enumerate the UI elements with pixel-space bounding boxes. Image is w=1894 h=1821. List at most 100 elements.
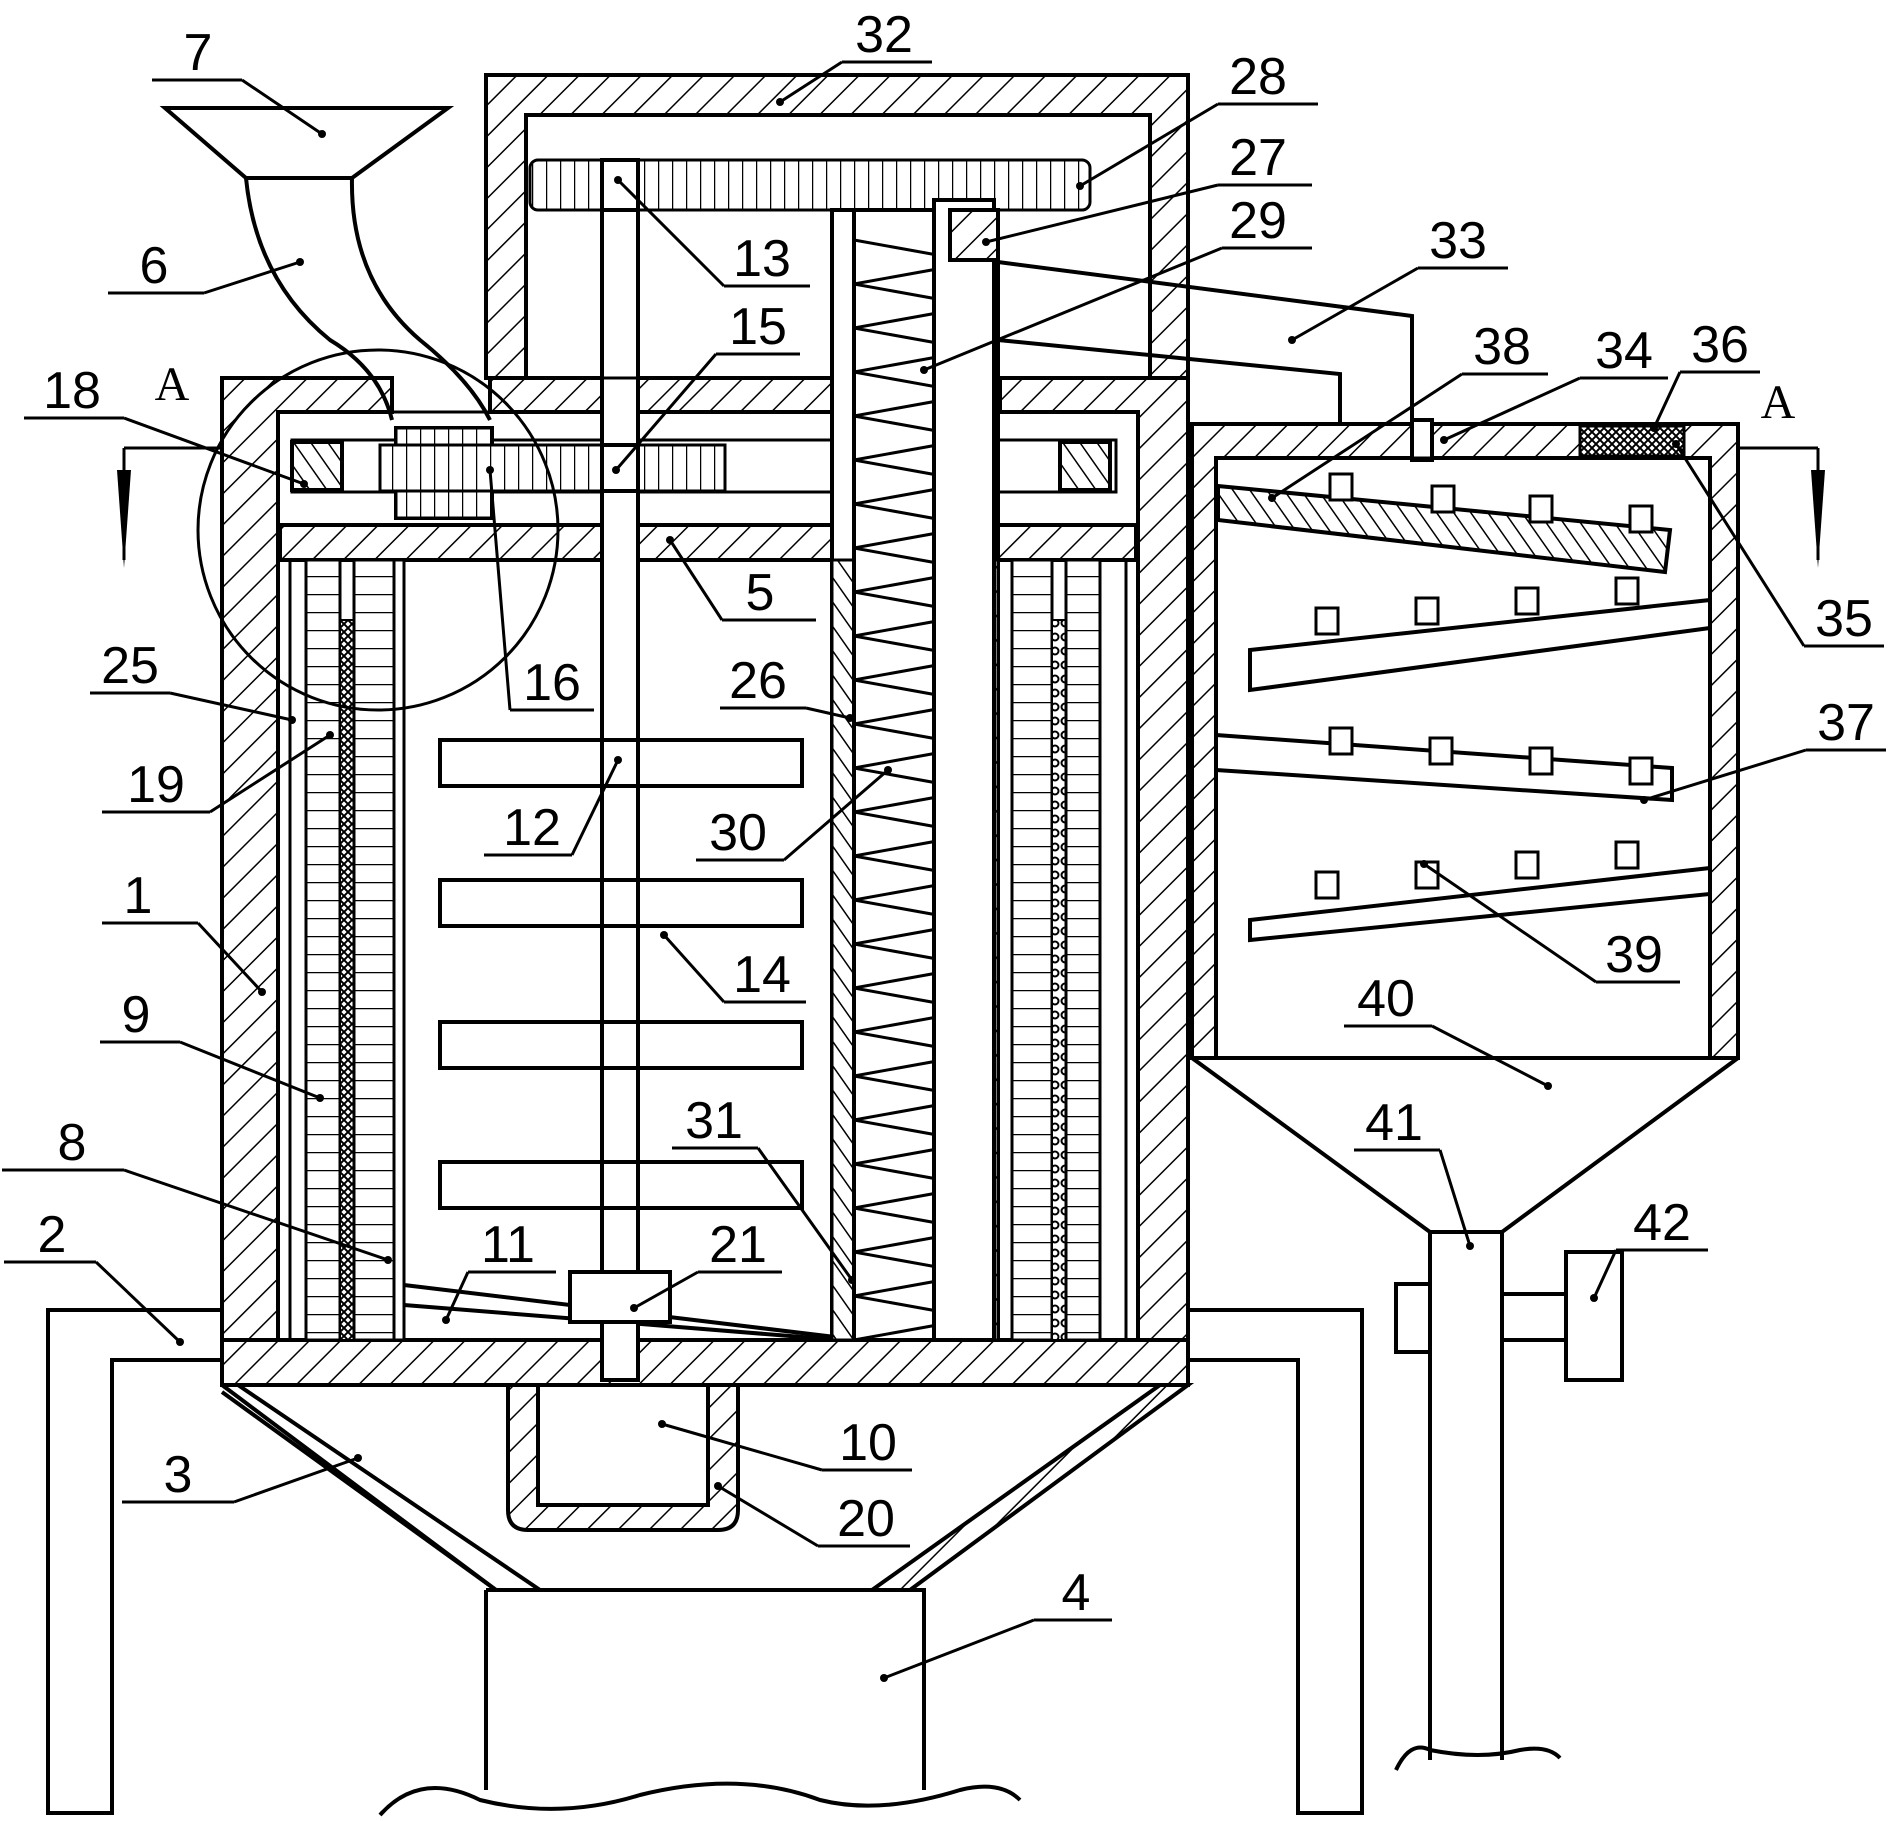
leader-line: [2, 1168, 389, 1262]
leader-line: [484, 759, 620, 857]
leader-line: [1674, 443, 1884, 648]
part-number-label: 11: [481, 1216, 535, 1274]
part-number-label: 9: [122, 986, 151, 1044]
leader-dot: [288, 716, 296, 724]
left-filter-column: [304, 558, 406, 1342]
part-number-label: 25: [101, 637, 159, 695]
plate-bump: [1314, 606, 1340, 636]
leader-dot: [1466, 1242, 1474, 1250]
leader-line: [108, 260, 301, 295]
leader-line: [1271, 372, 1548, 500]
leader-dot: [614, 756, 622, 764]
leader-line: [4, 1260, 182, 1344]
plate-bump: [1614, 840, 1640, 870]
section-marker-right: A: [1738, 376, 1825, 568]
leader-line: [668, 539, 816, 622]
leader-dot: [714, 1482, 722, 1490]
leader-line: [1592, 1248, 1708, 1299]
section-label-right: A: [1761, 376, 1796, 429]
part-number-label: 15: [729, 298, 787, 356]
leader-dot: [316, 1094, 324, 1102]
vent-mesh: [1578, 424, 1686, 458]
leader-dot: [486, 466, 494, 474]
plate-bump: [1328, 472, 1354, 502]
plate-bump: [1628, 756, 1654, 786]
collection-hopper: [1190, 1056, 1740, 1234]
part-number-label: 5: [746, 564, 775, 622]
leader-dot: [318, 130, 326, 138]
leader-line: [122, 1456, 359, 1504]
part-number-label: 13: [733, 230, 791, 288]
leader-line: [923, 246, 1312, 372]
plate-bumps: [1314, 472, 1654, 900]
part-number-label: 42: [1633, 1194, 1691, 1252]
part-number-label: 29: [1229, 192, 1287, 250]
leader-line: [661, 1422, 912, 1472]
part-number-label: 16: [523, 654, 581, 712]
leader-dot: [666, 536, 674, 544]
part-number-label: 21: [709, 1216, 767, 1274]
feed-hopper: [159, 106, 492, 421]
section-marker-left: A: [117, 358, 222, 568]
discharge-valve: [1394, 1250, 1624, 1382]
part-number-label: 41: [1365, 1094, 1423, 1152]
part-number-label: 27: [1229, 129, 1287, 187]
leader-line: [614, 352, 800, 471]
leader-dot: [884, 766, 892, 774]
part-number-label: 18: [43, 362, 101, 420]
leader-dot: [614, 176, 622, 184]
leader-line: [779, 60, 932, 104]
leader-dot: [1650, 424, 1658, 432]
leader-dot: [1288, 336, 1296, 344]
bottom-funnel: [220, 1383, 1195, 1592]
leader-line: [1652, 370, 1760, 429]
base-motor: [378, 1588, 1022, 1817]
leader-dot: [1640, 796, 1648, 804]
part-number-label: 19: [127, 756, 185, 814]
part-number-label: 20: [837, 1490, 895, 1548]
plate-bump: [1528, 746, 1554, 776]
part-number-label: 8: [58, 1114, 87, 1172]
leader-line: [100, 1040, 321, 1100]
part-number-label: 30: [709, 804, 767, 862]
part-number-label: 39: [1605, 926, 1663, 984]
leader-line: [444, 1270, 556, 1321]
part-number-label: 35: [1815, 590, 1873, 648]
plate-bump: [1514, 850, 1540, 880]
right-filter-column: [1010, 558, 1102, 1342]
leader-dot: [354, 1454, 362, 1462]
leader-line: [662, 933, 806, 1004]
plate-bump: [1430, 484, 1456, 514]
leader-dot: [848, 1276, 856, 1284]
leader-line: [1354, 1148, 1472, 1247]
leader-dot: [776, 98, 784, 106]
leader-dot: [296, 258, 304, 266]
leader-dot: [258, 988, 266, 996]
leader-line: [883, 1618, 1112, 1680]
part-number-label: 40: [1357, 970, 1415, 1028]
part-number-label: 31: [685, 1092, 743, 1150]
leader-line: [717, 1484, 910, 1548]
leader-line: [24, 416, 305, 486]
part-number-label: 38: [1473, 318, 1531, 376]
leader-dot: [1440, 436, 1448, 444]
part-number-label: 32: [855, 6, 913, 64]
leader-line: [102, 921, 264, 994]
leader-dot: [176, 1338, 184, 1346]
plate-bump: [1414, 596, 1440, 626]
plate-bump: [1528, 494, 1554, 524]
plate-bump: [1614, 576, 1640, 606]
leader-line: [1079, 102, 1318, 188]
part-number-label: 10: [839, 1414, 897, 1472]
part-number-label: 33: [1429, 212, 1487, 270]
leader-dot: [1544, 1082, 1552, 1090]
leader-line: [102, 733, 331, 814]
stirring-paddles: [438, 738, 804, 1380]
leader-dot: [846, 714, 854, 722]
leader-dot: [612, 466, 620, 474]
leader-line: [152, 78, 323, 136]
leader-dot: [982, 238, 990, 246]
part-number-label: 37: [1817, 694, 1875, 752]
